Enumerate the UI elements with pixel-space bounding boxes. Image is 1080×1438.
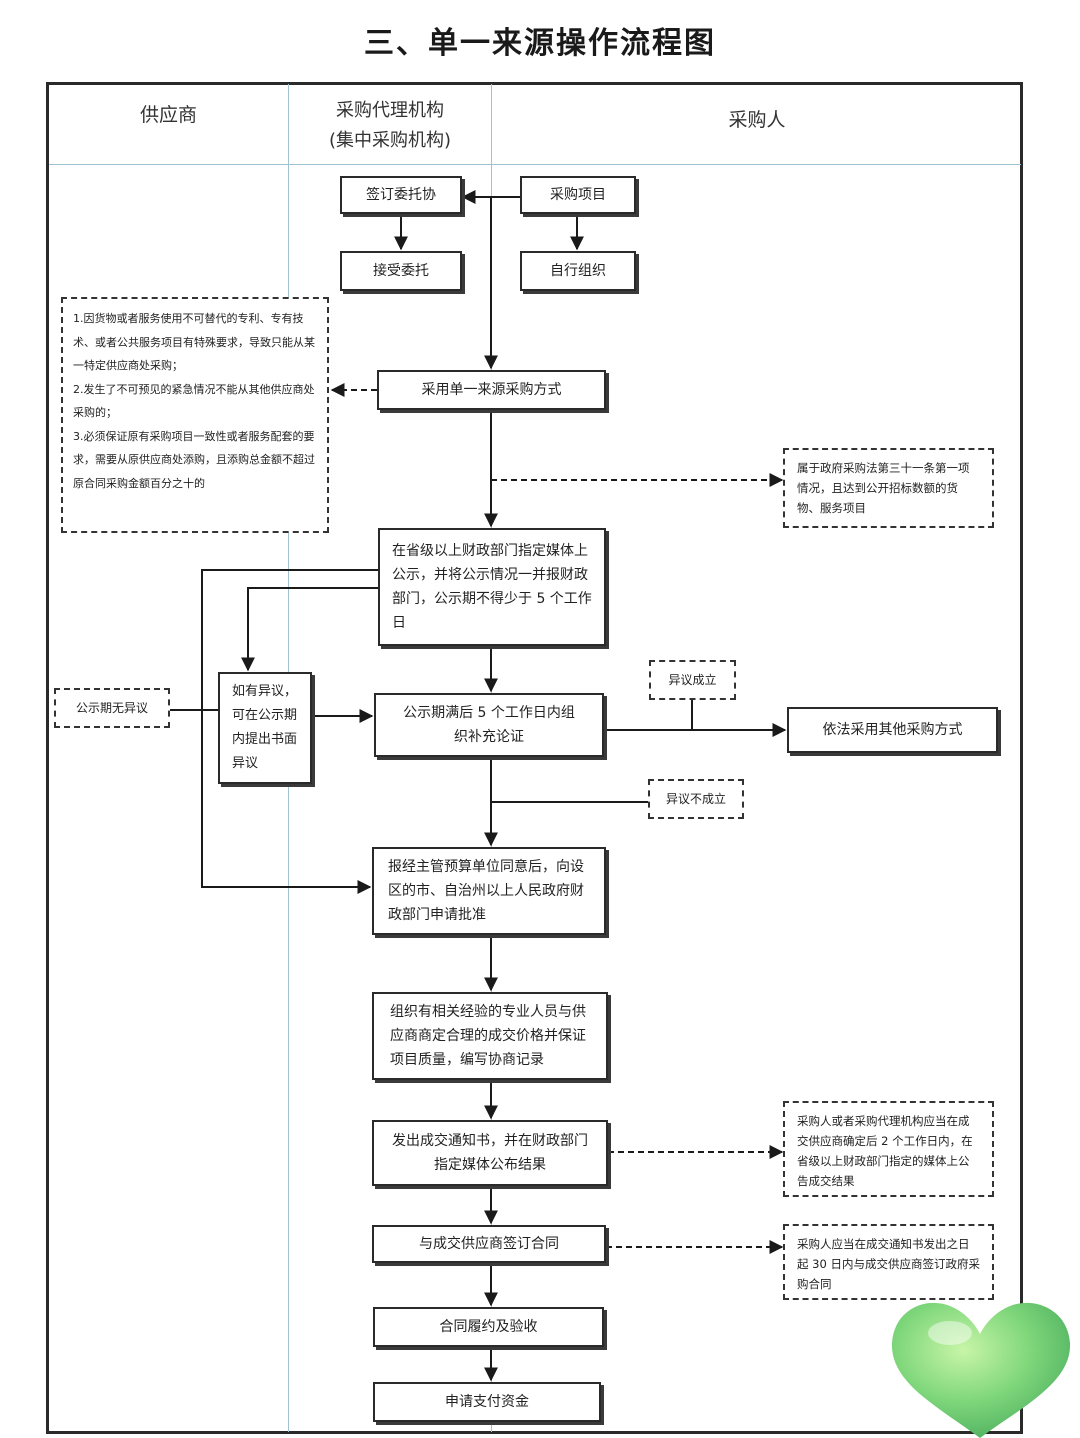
step-other-procurement-method: 依法采用其他采购方式	[787, 707, 998, 753]
green-heart-icon	[891, 1302, 1071, 1438]
step-apply-payment: 申请支付资金	[373, 1382, 601, 1422]
flowchart-frame	[46, 82, 1023, 1434]
note-single-source-conditions: 1.因货物或者服务使用不可替代的专利、专有技术、或者公共服务项目有特殊要求，导致…	[61, 297, 329, 533]
step-objection-in-writing: 如有异议，可在公示期内提出书面异议	[218, 672, 312, 784]
note-objection-valid: 异议成立	[649, 660, 736, 700]
step-self-organize: 自行组织	[520, 251, 636, 291]
step-adopt-single-source: 采用单一来源采购方式	[377, 370, 606, 410]
step-supplementary-demonstration: 公示期满后 5 个工作日内组织补充论证	[374, 693, 604, 757]
note-objection-invalid: 异议不成立	[648, 779, 744, 819]
step-purchase-project: 采购项目	[520, 176, 636, 214]
page-title: 三、单一来源操作流程图	[364, 26, 716, 61]
step-publicize: 在省级以上财政部门指定媒体上公示，并将公示情况一并报财政部门，公示期不得少于 5…	[378, 528, 606, 646]
step-send-deal-notice: 发出成交通知书，并在财政部门指定媒体公布结果	[372, 1120, 608, 1186]
condition-1: 1.因货物或者服务使用不可替代的专利、专有技术、或者公共服务项目有特殊要求，导致…	[73, 312, 315, 372]
lane-header-purchaser: 采购人	[728, 109, 786, 131]
condition-3: 3.必须保证原有采购项目一致性或者服务配套的要求，需要从原供应商处添购，且添购总…	[73, 429, 315, 490]
lane-header-supplier: 供应商	[139, 104, 197, 126]
step-sign-contract: 与成交供应商签订合同	[372, 1225, 606, 1263]
lane-header-agency: 采购代理机构 (集中采购机构)	[290, 96, 490, 156]
note-announce-within-2-days: 采购人或者采购代理机构应当在成交供应商确定后 2 个工作日内，在省级以上财政部门…	[783, 1101, 994, 1197]
note-contract-within-30-days: 采购人应当在成交通知书发出之日起 30 日内与成交供应商签订政府采购合同	[783, 1224, 994, 1300]
lane-header-agency-line2: (集中采购机构)	[328, 130, 452, 151]
step-negotiate-price: 组织有相关经验的专业人员与供应商商定合理的成交价格并保证项目质量，编写协商记录	[372, 992, 608, 1080]
condition-2: 2.发生了不可预见的紧急情况不能从其他供应商处采购的；	[73, 382, 315, 420]
lane-header-agency-line1: 采购代理机构	[336, 100, 444, 121]
step-accept-entrust: 接受委托	[340, 251, 462, 291]
note-law-article-31: 属于政府采购法第三十一条第一项情况，且达到公开招标数额的货物、服务项目	[783, 448, 994, 528]
step-sign-entrust: 签订委托协	[340, 176, 462, 214]
lane-header-divider	[49, 164, 1021, 165]
step-performance-acceptance: 合同履约及验收	[373, 1307, 604, 1347]
note-no-objection: 公示期无异议	[54, 688, 170, 728]
step-apply-approval: 报经主管预算单位同意后，向设区的市、自治州以上人民政府财政部门申请批准	[372, 847, 606, 935]
